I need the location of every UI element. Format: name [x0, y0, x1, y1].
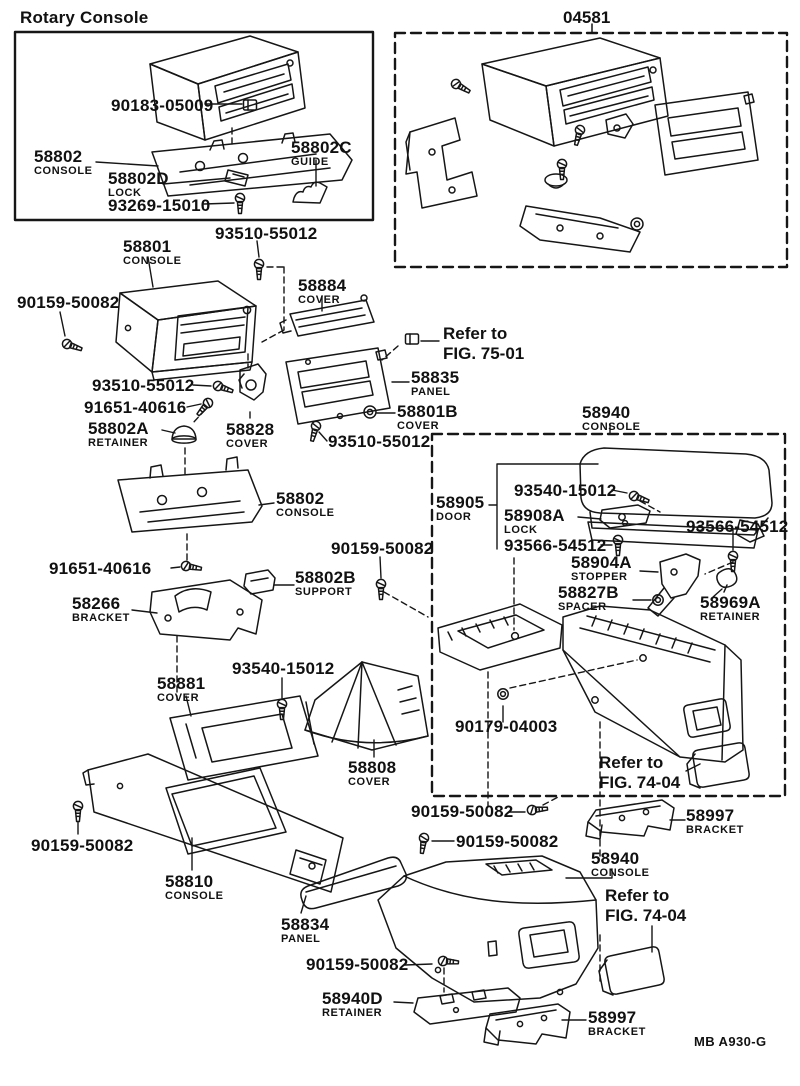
art-cover-58884 [279, 294, 375, 337]
art-support-58802b [243, 569, 276, 595]
label-93540-15012-lower: 93540-15012 [232, 659, 335, 678]
art-boot-58808 [304, 661, 429, 751]
label-93510-55012-mid: 93510-55012 [92, 376, 195, 395]
art-lock-58802d [224, 169, 249, 187]
art-console-58801 [115, 280, 257, 381]
label-93510-55012-lower: 93510-55012 [328, 432, 431, 451]
drawing-code: MB A930-G [694, 1034, 767, 1049]
art-bracket-58997-lower [483, 1003, 571, 1046]
label-93566-54512-right: 93566-54512 [686, 517, 789, 536]
art-cover-58881 [169, 695, 319, 781]
art-pocket-lower [598, 946, 665, 996]
label-90159-50082-center: 90159-50082 [456, 832, 559, 851]
art-bracket-58266 [149, 579, 263, 641]
leader-lines [59, 103, 734, 1021]
label-91651-40616-upper: 91651-40616 [84, 398, 187, 417]
page-title: Rotary Console [20, 8, 149, 27]
console-assembly-box [430, 432, 787, 798]
rotary-console-box [13, 30, 375, 222]
art-radio-unit-b [481, 37, 669, 147]
art-knob-58801b [363, 405, 377, 419]
label-90179-04003: 90179-04003 [455, 717, 558, 736]
kit-04581-box [393, 31, 789, 269]
label-90159-50082-left: 90159-50082 [17, 293, 120, 312]
art-base-plate-58802 [151, 132, 353, 197]
art-console-58940-front [437, 603, 744, 763]
label-93566-54512-left: 93566-54512 [504, 536, 607, 555]
art-console-58810 [82, 753, 344, 893]
art-panel-58835 [285, 347, 391, 425]
retainer-58802a-icon [171, 425, 197, 444]
art-plate-58802 [117, 456, 263, 533]
label-90183-05009: 90183-05009 [111, 96, 214, 115]
screw-93269-icon [234, 192, 246, 215]
art-cover-58828 [238, 363, 267, 401]
art-mount-bracket-b [405, 117, 478, 209]
label-90159-50082-bottom: 90159-50082 [306, 955, 409, 974]
art-bracket-58997-upper [585, 799, 675, 840]
art-kit-small-parts [448, 76, 644, 253]
label-90159-50082-box: 90159-50082 [411, 802, 514, 821]
art-radio-unit-a [149, 35, 306, 141]
art-console-58940-rear [377, 855, 599, 1003]
label-90159-50082-bottomleft: 90159-50082 [31, 836, 134, 855]
label-93269-15010: 93269-15010 [108, 196, 211, 215]
art-guide-58802c [292, 181, 328, 204]
label-93540-15012-upper: 93540-15012 [514, 481, 617, 500]
kit-number-label: 04581 [563, 8, 611, 27]
art-pocket-upper [686, 742, 750, 789]
art-retainer-58940d [413, 987, 521, 1025]
label-93510-55012-top: 93510-55012 [215, 224, 318, 243]
label-90159-50082-mid: 90159-50082 [331, 539, 434, 558]
label-91651-40616-lower: 91651-40616 [49, 559, 152, 578]
art-panel-58834 [300, 856, 408, 910]
alignment-dashed-lines [176, 127, 734, 993]
art-stopper-58904a [647, 553, 701, 617]
art-panel-b [654, 91, 759, 176]
art-lock-58908a [599, 504, 651, 529]
